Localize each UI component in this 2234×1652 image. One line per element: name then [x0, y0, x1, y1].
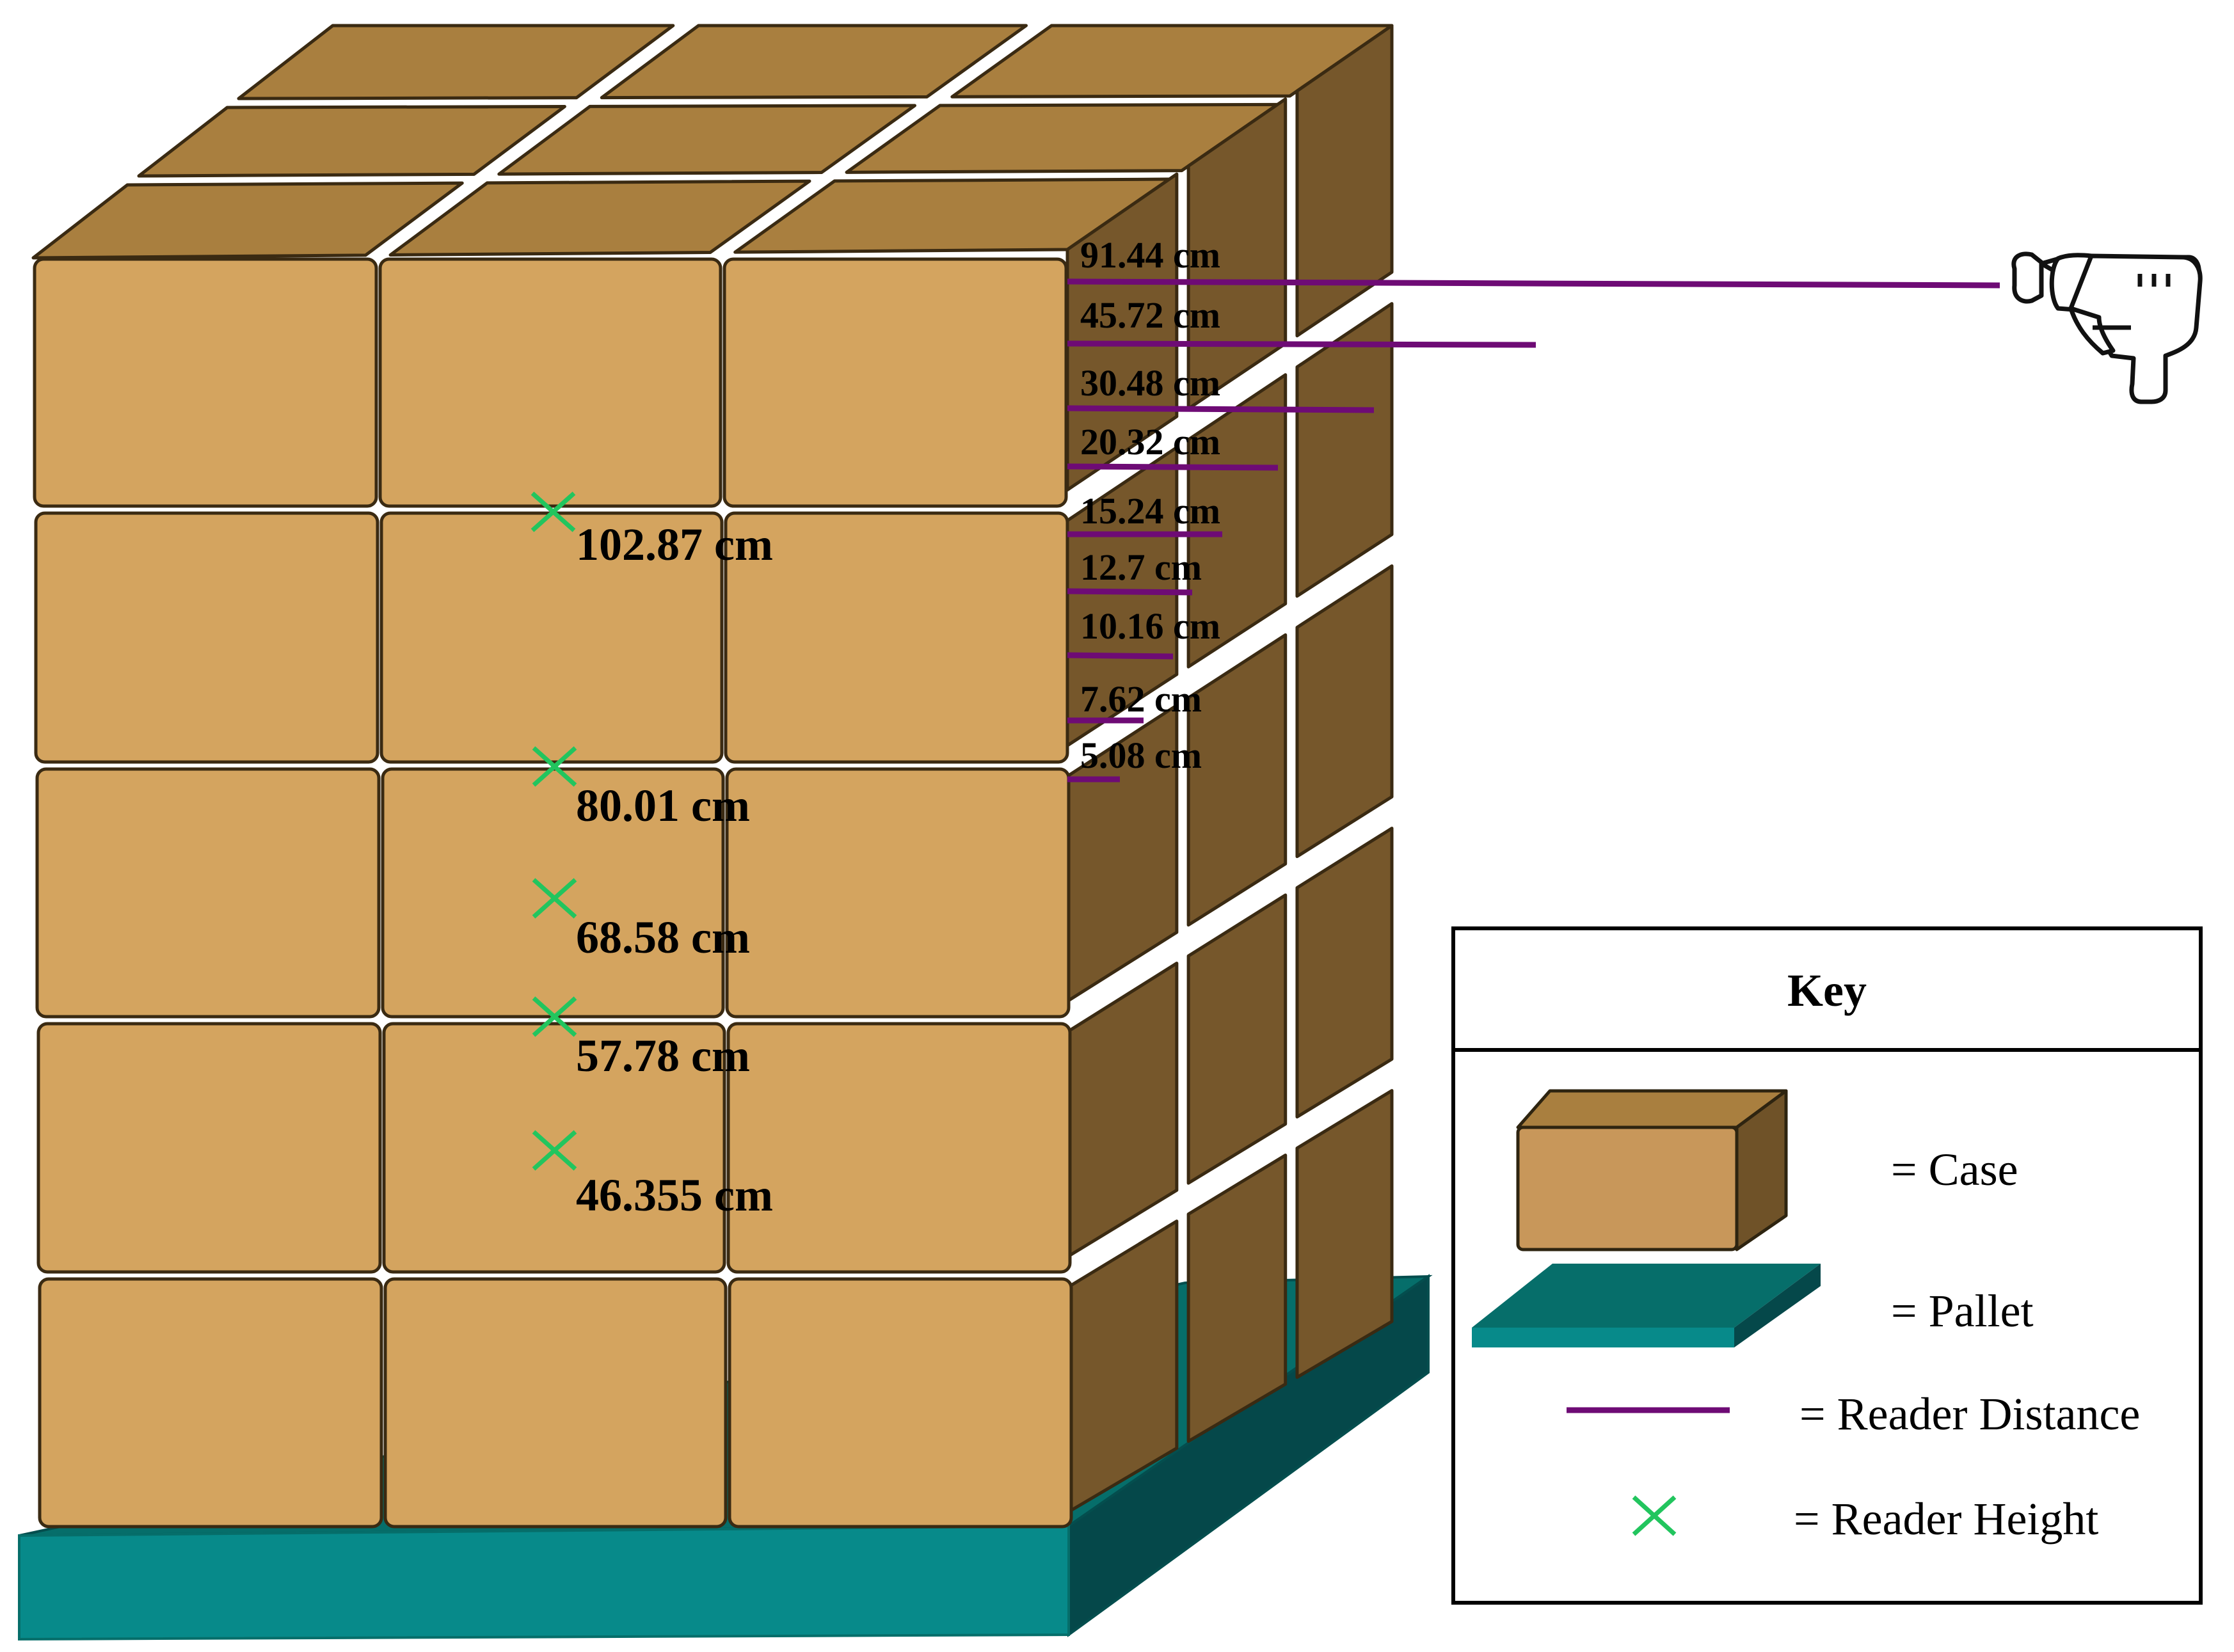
case-top-face: [600, 24, 1028, 100]
legend-reader-height-label: = Reader Height: [1794, 1493, 2098, 1545]
case-front-face: [38, 1277, 383, 1529]
case-top-face: [497, 104, 916, 176]
case-stack-top: [31, 24, 1394, 260]
case-top-face: [388, 179, 811, 257]
reader-distance-line: [1067, 463, 1279, 471]
legend-case-label: = Case: [1891, 1144, 2018, 1195]
case-front-face: [36, 1022, 382, 1274]
case-side-face: [1065, 962, 1179, 1259]
x-mark-icon: [1632, 1495, 1677, 1536]
case-front-face: [722, 257, 1068, 508]
reader-distance-lines: [1067, 278, 2000, 782]
case-side-face: [1295, 827, 1394, 1119]
distance-label: 5.08 cm: [1080, 735, 1202, 776]
height-label: 57.78 cm: [576, 1030, 750, 1081]
height-label: 102.87 cm: [576, 519, 773, 570]
distance-label: 30.48 cm: [1080, 362, 1220, 404]
rfid-reader-gun-icon: [2011, 251, 2203, 404]
case-side-face: [1295, 1089, 1394, 1379]
legend-reader-distance-label: = Reader Distance: [1799, 1388, 2140, 1440]
case-side-face: [1295, 24, 1394, 338]
case-front-face: [378, 257, 722, 508]
case-front-face: [728, 1277, 1073, 1529]
case-side-face: [1186, 893, 1288, 1185]
height-labels: 102.87 cm 80.01 cm 68.58 cm 57.78 cm 46.…: [576, 519, 773, 1221]
distance-labels: 91.44 cm 45.72 cm 30.48 cm 20.32 cm 15.2…: [1080, 234, 1220, 776]
height-label: 80.01 cm: [576, 780, 750, 831]
case-top-face: [137, 104, 566, 178]
distance-label: 10.16 cm: [1080, 605, 1220, 647]
pallet-icon: [1472, 1264, 1821, 1347]
reader-distance-line: [1067, 278, 2000, 289]
x-mark-icon: [532, 1130, 577, 1171]
case-front-face: [726, 1022, 1072, 1274]
case-front-face: [35, 767, 381, 1019]
height-label: 46.355 cm: [576, 1170, 773, 1221]
reader-distance-line: [1067, 405, 1375, 413]
distance-label: 15.24 cm: [1080, 490, 1220, 532]
legend: Key = Case = Pallet = Reader Distance = …: [1451, 926, 2203, 1605]
case-front-face: [33, 257, 378, 508]
case-top-face: [237, 24, 675, 100]
case-side-face: [1186, 633, 1288, 927]
height-markers: [531, 491, 577, 1171]
distance-label: 91.44 cm: [1080, 234, 1220, 276]
distance-label: 45.72 cm: [1080, 294, 1220, 336]
x-mark-icon: [531, 491, 576, 532]
case-front-face: [724, 511, 1069, 764]
reader-distance-line: [1067, 588, 1193, 596]
legend-title: Key: [1787, 965, 1867, 1016]
x-mark-icon: [532, 878, 577, 919]
distance-label: 7.62 cm: [1080, 678, 1202, 720]
legend-pallet-label: = Pallet: [1891, 1285, 2034, 1337]
case-front-face: [725, 767, 1071, 1019]
case-side-face: [1295, 302, 1394, 598]
distance-label: 20.32 cm: [1080, 421, 1220, 463]
case-side-face: [1295, 564, 1394, 859]
pallet-front: [18, 1524, 1070, 1641]
reader-distance-line: [1067, 652, 1174, 660]
case-front-face: [383, 1277, 728, 1529]
x-mark-icon: [532, 996, 577, 1037]
x-mark-icon: [532, 746, 577, 787]
case-stack-front: [33, 257, 1073, 1529]
reader-distance-line: [1067, 340, 1536, 348]
case-icon: [1516, 1089, 1788, 1251]
case-top-face: [31, 181, 464, 260]
case-front-face: [34, 511, 379, 764]
height-label: 68.58 cm: [576, 912, 750, 963]
case-side-face: [1186, 1154, 1288, 1443]
distance-label: 12.7 cm: [1080, 546, 1202, 588]
